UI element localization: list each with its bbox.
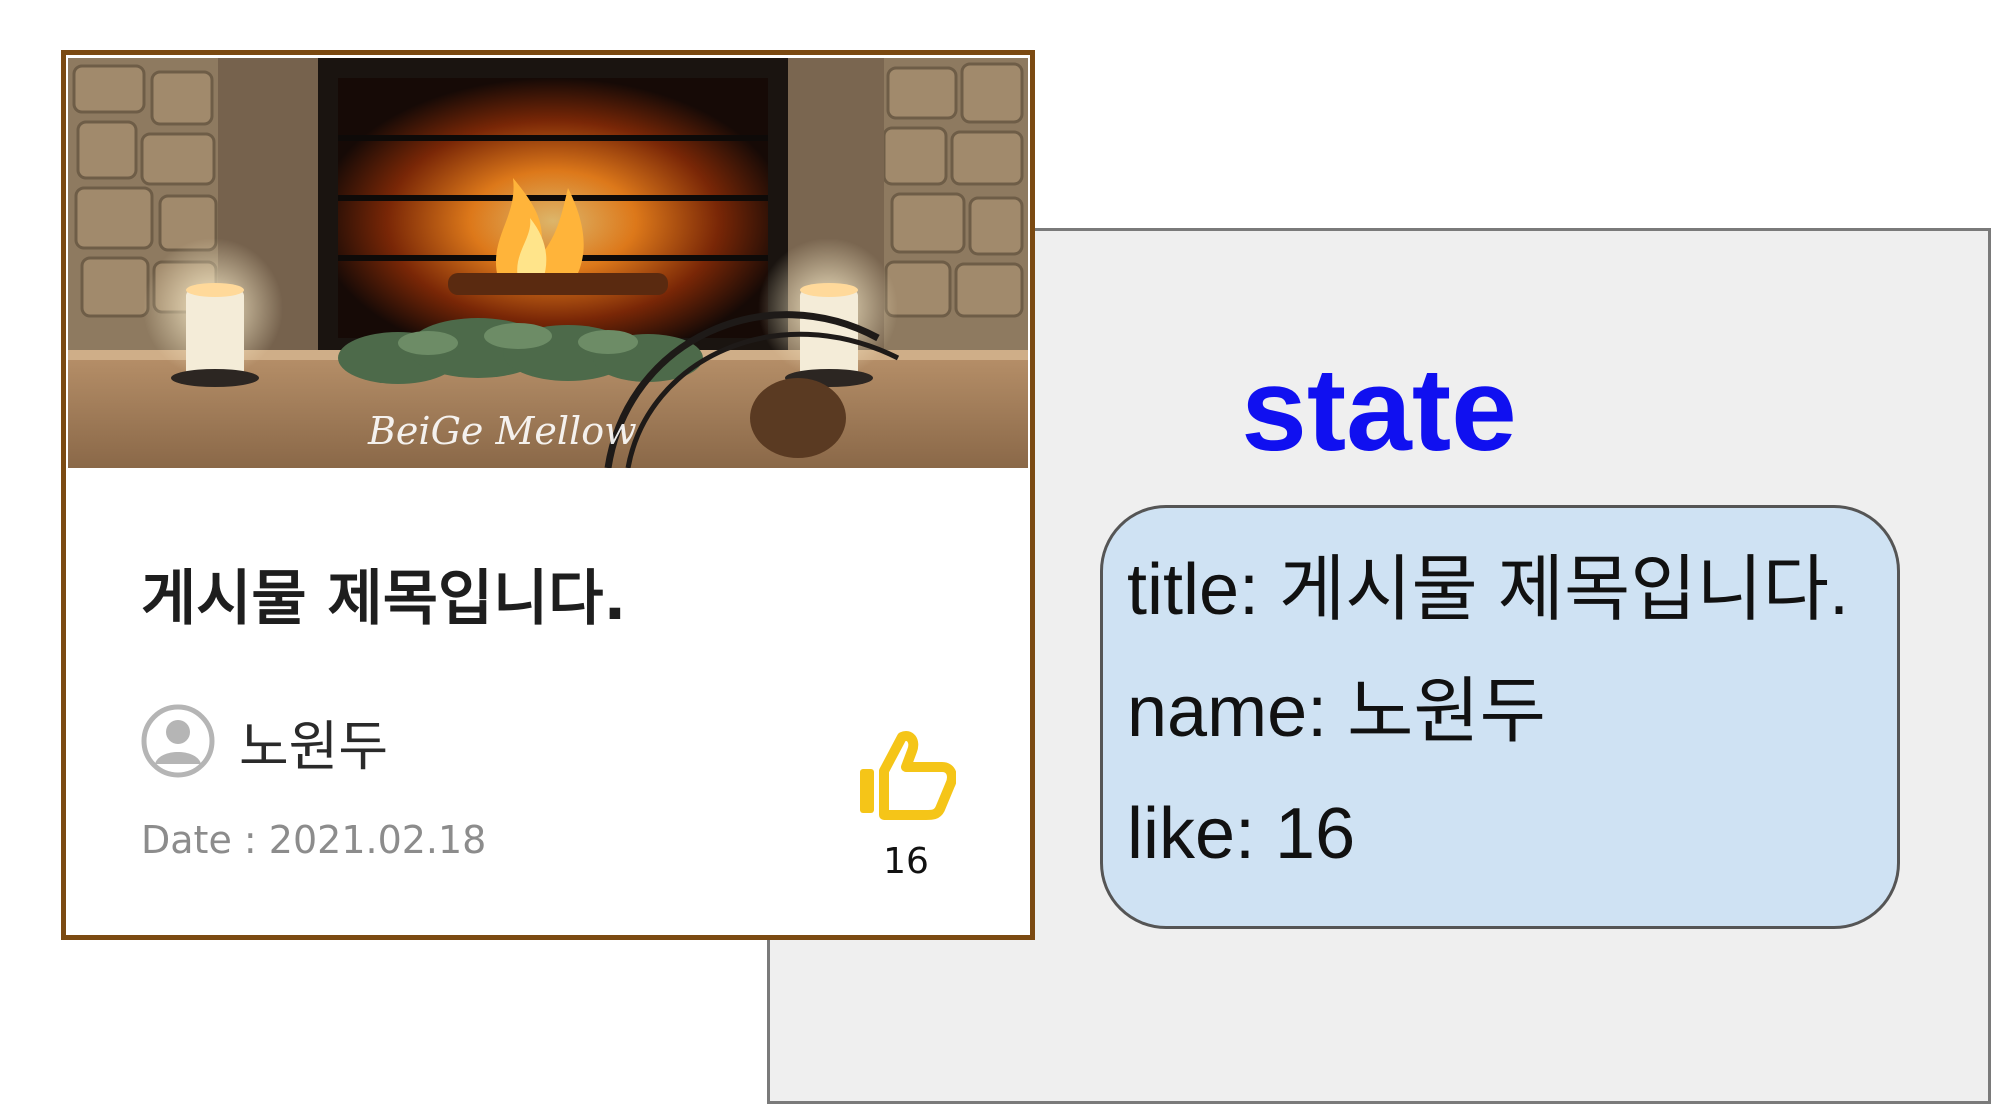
post-title[interactable]: 게시물 제목입니다. — [141, 564, 627, 634]
author-name: 노원두 — [239, 714, 389, 778]
state-heading: state — [1241, 344, 1517, 476]
thumbnail-watermark: BeiGe Mellow — [367, 409, 637, 453]
post-thumbnail: BeiGe Mellow — [68, 58, 1028, 468]
state-title-line: title: 게시물 제목입니다. — [1127, 550, 1849, 630]
state-name-line: name: 노원두 — [1127, 672, 1546, 752]
state-panel: state title: 게시물 제목입니다. name: 노원두 like: … — [767, 228, 1991, 1104]
user-circle-icon — [141, 704, 215, 778]
post-date: Date : 2021.02.18 — [141, 818, 487, 862]
post-card[interactable]: BeiGe Mellow 게시물 제목입니다. 노원두 Date : 2021.… — [61, 50, 1035, 940]
state-like-line: like: 16 — [1127, 794, 1356, 874]
thumbs-up-icon[interactable] — [856, 727, 956, 827]
state-box: title: 게시물 제목입니다. name: 노원두 like: 16 — [1100, 505, 1900, 929]
like-count: 16 — [883, 841, 929, 882]
post-author: 노원두 — [141, 701, 388, 781]
